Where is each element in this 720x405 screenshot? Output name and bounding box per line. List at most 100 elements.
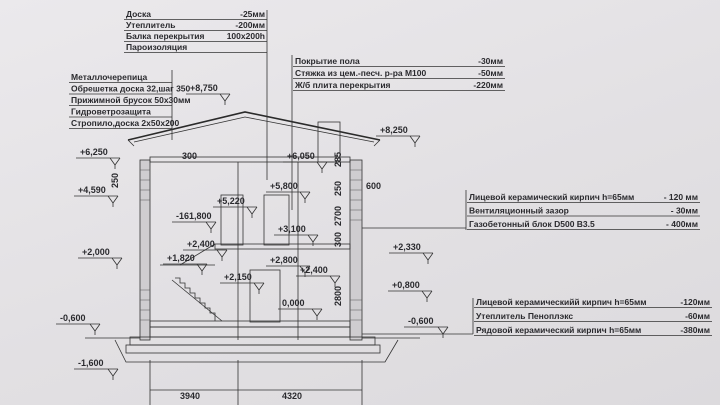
spec-row-floor: Ж/б плита перекрытия-220мм xyxy=(293,80,505,91)
level-label: +3,100 xyxy=(278,224,306,234)
level-mark: +8,250 xyxy=(376,125,421,147)
level-mark: -1,600 xyxy=(74,358,119,380)
dimension-label: 2700 xyxy=(333,206,343,226)
level-mark: +8,750 xyxy=(186,83,231,105)
level-label: +0,800 xyxy=(392,280,420,290)
level-arrow-icon xyxy=(186,93,231,105)
level-mark: -0,600 xyxy=(404,316,449,338)
level-label: -1,600 xyxy=(78,358,104,368)
level-arrow-icon xyxy=(283,161,328,173)
spec-name: Лицевой керамическийй кирпич h=65мм xyxy=(476,297,647,307)
level-mark: -161,800 xyxy=(172,211,217,233)
spec-row-foundation: Лицевой керамическийй кирпич h=65мм -120м… xyxy=(474,297,712,308)
level-arrow-icon xyxy=(278,308,323,320)
spec-value: - 120 мм xyxy=(664,192,698,202)
level-label: +6,250 xyxy=(80,147,108,157)
spec-value: -60мм xyxy=(685,311,710,321)
level-arrow-icon xyxy=(404,326,449,338)
level-arrow-icon xyxy=(56,323,101,335)
spec-name: Доска xyxy=(126,9,151,19)
excavation xyxy=(114,339,399,363)
spec-name: Утеплитель xyxy=(126,20,175,30)
spec-row-roof: Металлочерепица xyxy=(69,72,172,83)
level-label: +2,000 xyxy=(82,247,110,257)
dimension-label: 3940 xyxy=(180,391,200,401)
spec-row-wall: Газобетонный блок D500 B3.5- 400мм xyxy=(467,219,700,230)
level-arrow-icon xyxy=(172,221,217,233)
level-mark: +2,400 xyxy=(296,265,341,287)
spec-row-floor: Стяжка из цем.-песч. р-ра М100-50мм xyxy=(293,68,505,79)
level-arrow-icon xyxy=(388,290,433,302)
level-arrow-icon xyxy=(376,135,421,147)
level-label: +2,400 xyxy=(300,265,328,275)
right-wall xyxy=(349,159,363,341)
level-arrow-icon xyxy=(183,249,228,261)
spec-name: Обрешетка доска 32,шаг 350 xyxy=(71,84,191,94)
level-arrow-icon xyxy=(274,234,319,246)
level-label: -0,600 xyxy=(408,316,434,326)
level-label: +8,750 xyxy=(190,83,218,93)
spec-value: 100x200h xyxy=(227,31,265,41)
level-mark: +1,820 xyxy=(163,253,208,275)
level-mark: +6,250 xyxy=(76,147,121,169)
door-upper-right xyxy=(263,194,290,246)
attic-slab xyxy=(149,156,351,163)
spec-row-foundation: Утеплитель Пеноплэкс -60мм xyxy=(474,311,712,322)
spec-value: -200мм xyxy=(235,20,265,30)
level-label: -0,600 xyxy=(60,313,86,323)
spec-value: -380мм xyxy=(680,325,710,335)
spec-name: Пароизоляция xyxy=(126,42,187,52)
level-mark: +3,100 xyxy=(274,224,319,246)
level-label: +5,220 xyxy=(217,196,245,206)
level-label: +6,050 xyxy=(287,151,315,161)
spec-name: Лицевой керамический кирпич h=65мм xyxy=(469,192,634,202)
level-label: +2,330 xyxy=(393,242,421,252)
dimension-label: 2800 xyxy=(333,286,343,306)
level-arrow-icon xyxy=(220,282,265,294)
spec-name: Рядовой керамический кирпич h=65мм xyxy=(476,325,641,335)
roof-outer xyxy=(127,111,381,141)
level-mark: +5,800 xyxy=(266,181,311,203)
door-upper-left xyxy=(220,194,244,246)
level-label: 0,000 xyxy=(282,298,305,308)
left-wall xyxy=(139,159,151,341)
level-arrow-icon xyxy=(266,191,311,203)
leader-lines xyxy=(171,10,474,335)
dimension-label: 300 xyxy=(333,232,343,247)
dimension-label: 300 xyxy=(182,151,197,161)
spec-row-roof: Прижимной брусок 50x30мм xyxy=(69,95,191,106)
spec-name: Вентиляционный зазор xyxy=(469,206,569,216)
roof-inner xyxy=(133,116,375,143)
dimension-label: 600 xyxy=(366,181,381,191)
level-mark: 0,000 xyxy=(278,298,323,320)
spec-value: -220мм xyxy=(473,80,503,90)
level-label: +2,150 xyxy=(224,272,252,282)
spec-value: -50мм xyxy=(478,68,503,78)
spec-row-wall: Лицевой керамический кирпич h=65мм - 120 … xyxy=(467,192,700,203)
spec-name: Покрытие пола xyxy=(295,56,360,66)
spec-name: Стропило,доска 2x50x200 xyxy=(71,118,180,128)
spec-name: Утеплитель Пеноплэкс xyxy=(476,311,573,321)
level-mark: +2,400 xyxy=(183,239,228,261)
level-label: +4,590 xyxy=(78,185,106,195)
brick-hatch xyxy=(140,169,362,321)
spec-value: -120мм xyxy=(680,297,710,307)
level-arrow-icon xyxy=(74,368,119,380)
level-label: +2,400 xyxy=(187,239,215,249)
level-mark: +4,590 xyxy=(74,185,119,207)
spec-value: - 400мм xyxy=(666,219,698,229)
spec-value: -25мм xyxy=(240,9,265,19)
level-arrow-icon xyxy=(213,206,258,218)
spec-row-wall: Вентиляционный зазор - 30мм xyxy=(467,206,700,217)
spec-name: Металлочерепица xyxy=(71,72,148,82)
second-floor-slab xyxy=(214,243,351,250)
spec-row-floor: Покрытие пола-30мм xyxy=(293,56,505,67)
level-arrow-icon xyxy=(163,263,208,275)
spec-row-ceiling: Пароизоляция xyxy=(124,42,267,53)
dimension-label: 4320 xyxy=(282,391,302,401)
spec-value: - 30мм xyxy=(671,206,698,216)
level-mark: +5,220 xyxy=(213,196,258,218)
